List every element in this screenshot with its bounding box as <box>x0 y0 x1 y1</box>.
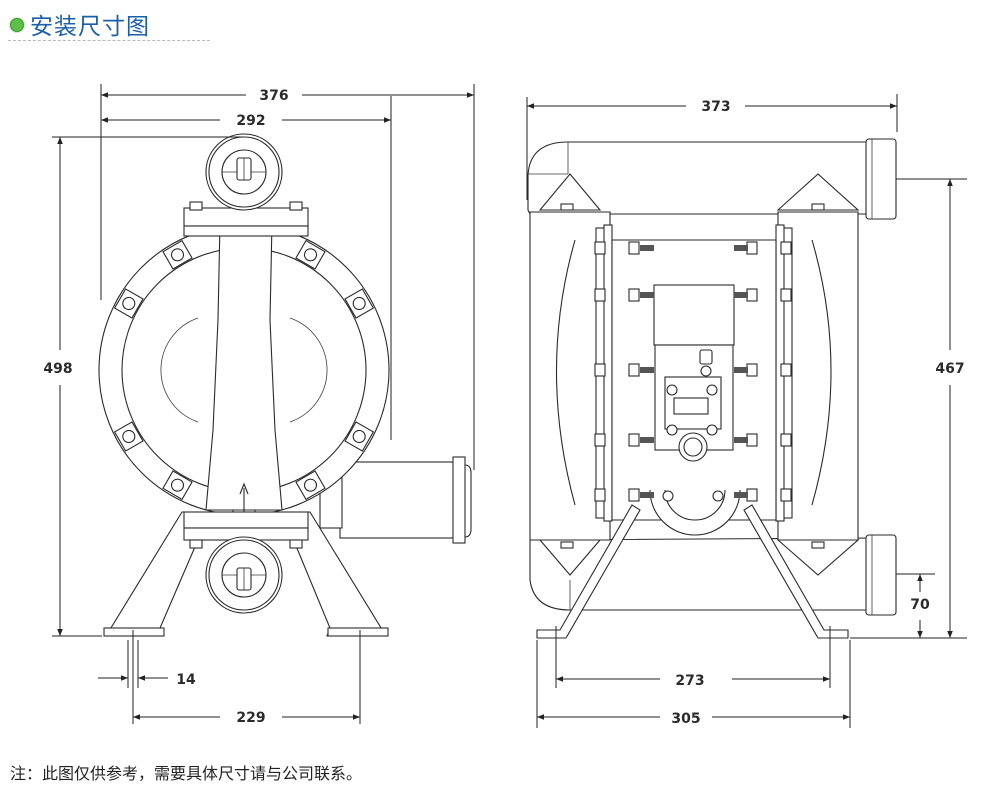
bolt-head <box>628 433 640 447</box>
dim-mount-hole: 14 <box>176 672 196 688</box>
top-manifold-pipe <box>527 138 897 220</box>
bottom-manifold-pipe <box>529 534 897 616</box>
bolt-head <box>780 433 792 447</box>
threaded-stud <box>734 245 748 251</box>
threaded-stud <box>640 437 654 443</box>
bolt-lug <box>344 421 375 452</box>
dashed-divider <box>8 40 210 41</box>
center-body <box>611 239 777 536</box>
installation-dimension-drawing: 376 292 498 14 229 <box>43 84 967 728</box>
side-stand <box>536 504 849 639</box>
bolt-head <box>746 433 758 447</box>
dim-port-height: 467 <box>935 361 964 377</box>
threaded-stud <box>640 367 654 373</box>
hex-nut-icon <box>170 478 185 492</box>
hex-nut-icon <box>122 429 136 444</box>
bolt-head <box>780 363 792 377</box>
bolt-head <box>594 363 606 377</box>
threaded-stud <box>734 292 748 298</box>
side-bolts <box>594 241 792 502</box>
bolt-head <box>628 363 640 377</box>
bolt-lug <box>162 239 193 270</box>
threaded-stud <box>734 367 748 373</box>
dim-base-outer-width: 305 <box>671 711 700 727</box>
threaded-stud <box>734 492 748 498</box>
bolt-lug <box>344 288 375 319</box>
bolt-lug <box>295 239 326 270</box>
dim-overall-width-side: 373 <box>701 99 730 115</box>
hex-nut-icon <box>352 296 366 311</box>
front-dimensions <box>52 84 475 724</box>
bullet-dot-icon <box>10 18 24 32</box>
hex-nut-icon <box>303 248 318 262</box>
bolt-head <box>628 241 640 255</box>
side-dimensions <box>526 94 967 728</box>
bolt-head <box>780 241 792 255</box>
bolt-head <box>594 288 606 302</box>
threaded-stud <box>640 492 654 498</box>
bolt-head <box>746 288 758 302</box>
bolt-lug <box>113 288 144 319</box>
dim-body-width: 292 <box>236 113 265 129</box>
bolt-lug <box>295 470 326 501</box>
threaded-stud <box>640 292 654 298</box>
dim-overall-width-front: 376 <box>259 88 288 104</box>
side-view: 373 467 70 273 305 <box>526 94 967 728</box>
footnote: 注：此图仅供参考，需要具体尺寸请与公司联系。 <box>10 764 363 783</box>
bolt-head <box>780 288 792 302</box>
hex-nut-icon <box>170 248 185 262</box>
air-valve-housing <box>319 456 472 544</box>
top-discharge-port <box>183 133 309 237</box>
dim-overall-height: 498 <box>43 361 72 377</box>
center-manifold <box>205 221 283 512</box>
hex-nut-icon <box>303 478 318 492</box>
mounting-legs <box>103 511 389 637</box>
dim-mount-spacing: 229 <box>236 710 265 726</box>
bolt-head <box>594 433 606 447</box>
bolt-head <box>780 488 792 502</box>
bolt-head <box>628 488 640 502</box>
hex-nut-icon <box>122 296 136 311</box>
dim-inlet-height: 70 <box>910 597 930 613</box>
bolt-head <box>628 288 640 302</box>
hex-nut-icon <box>352 429 366 444</box>
bottom-suction-port <box>183 511 309 614</box>
bolt-lug <box>162 470 193 501</box>
bolt-head <box>746 241 758 255</box>
bolt-head <box>594 488 606 502</box>
front-view: 376 292 498 14 229 <box>43 84 475 726</box>
bolt-head <box>746 363 758 377</box>
threaded-stud <box>734 437 748 443</box>
threaded-stud <box>640 245 654 251</box>
bolt-head <box>594 241 606 255</box>
bolt-lug <box>113 421 144 452</box>
dim-base-inner-width: 273 <box>675 673 704 689</box>
section-title: 安装尺寸图 <box>30 14 150 40</box>
bolt-head <box>746 488 758 502</box>
